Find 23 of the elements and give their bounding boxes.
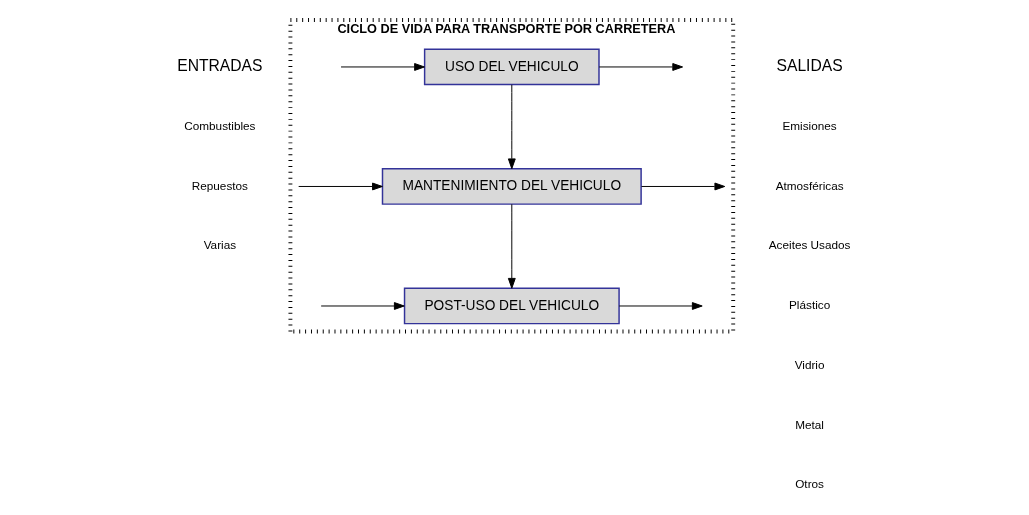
label: Plástico (789, 298, 831, 312)
node-box: MANTENIMIENTO DEL VEHICULO (381, 168, 642, 205)
label: Combustibles (184, 118, 256, 132)
label: Metal (795, 417, 824, 431)
node-box: POST-USO DEL VEHICULO (403, 287, 620, 325)
label: Otros (795, 477, 824, 491)
arrow (298, 182, 383, 191)
arrow (340, 63, 425, 71)
node-box: USO DEL VEHICULO (423, 48, 600, 86)
arrow (641, 182, 726, 191)
arrow (618, 302, 703, 310)
label: Aceites Usados (768, 238, 851, 252)
label: SALIDAS (776, 56, 843, 74)
arrow (507, 84, 516, 170)
arrow (598, 63, 684, 71)
label: Varias (203, 238, 237, 252)
label: Repuestos (191, 178, 248, 192)
arrow (507, 203, 516, 289)
label: Vidrio (794, 357, 825, 371)
label: ENTRADAS (177, 56, 263, 74)
label: Emisiones (782, 118, 837, 132)
label: Atmosféricas (775, 178, 844, 192)
arrow (320, 302, 405, 310)
